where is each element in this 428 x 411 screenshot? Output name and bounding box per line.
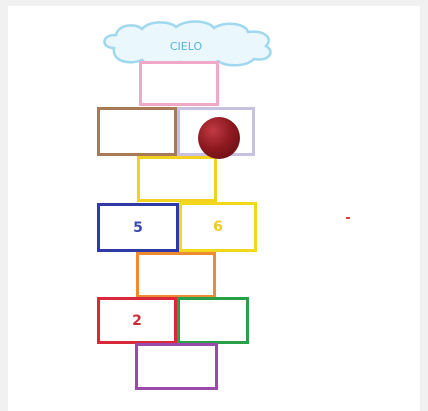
square-6[interactable]: 6 [179, 202, 257, 252]
square-2-label: 2 [132, 313, 142, 329]
square-middle[interactable] [137, 156, 217, 202]
square-top[interactable] [139, 61, 219, 106]
square-green[interactable] [177, 297, 249, 344]
cloud-label: CIELO [170, 40, 203, 53]
square-5-label: 5 [133, 220, 143, 236]
square-bottom[interactable] [135, 343, 218, 390]
square-2[interactable]: 2 [97, 297, 177, 344]
ball-stone[interactable] [198, 117, 240, 159]
red-mark [346, 217, 350, 219]
hopscotch-canvas: CIELO 5 6 2 [8, 6, 420, 411]
square-orange[interactable] [136, 252, 216, 298]
square-5[interactable]: 5 [97, 203, 179, 252]
square-left-row4[interactable] [97, 107, 177, 156]
square-6-label: 6 [213, 219, 223, 235]
